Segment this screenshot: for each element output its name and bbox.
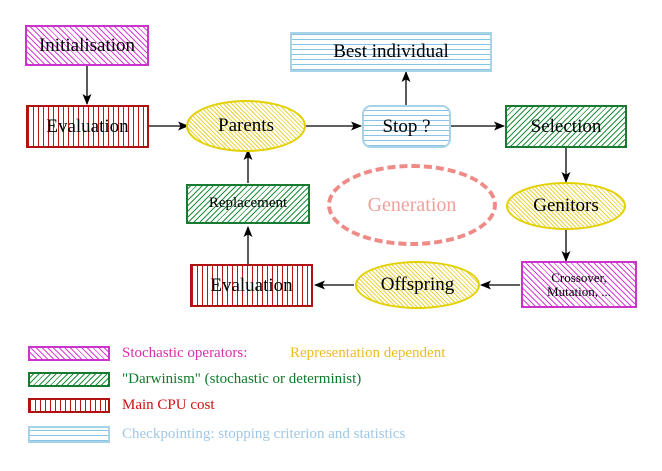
node-generation-loop: Generation xyxy=(327,164,497,246)
node-evaluation-top[interactable]: Evaluation xyxy=(26,105,149,148)
legend-label-darwinism: "Darwinism" (stochastic or determinist) xyxy=(122,371,362,387)
legend-label-main-cpu-cost: Main CPU cost xyxy=(122,397,215,413)
node-replacement-label: Replacement xyxy=(208,195,288,212)
node-replacement[interactable]: Replacement xyxy=(186,184,310,224)
node-stop-label: Stop ? xyxy=(382,115,431,137)
node-generation-label: Generation xyxy=(367,193,457,216)
legend-label-representation-dependent: Representation dependent xyxy=(290,345,446,361)
node-best-individual-label: Best individual xyxy=(333,41,449,63)
node-initialisation-label: Initialisation xyxy=(38,34,136,56)
node-crossover-mutation[interactable]: Crossover, Mutation, ... xyxy=(521,261,637,308)
legend-swatch-blue-horizontal-hatch-icon xyxy=(28,425,110,443)
legend-row-checkpointing: Checkpointing: stopping criterion and st… xyxy=(0,419,662,449)
node-crossover-mutation-label: Crossover, Mutation, ... xyxy=(547,269,611,299)
node-selection[interactable]: Selection xyxy=(505,105,627,148)
node-stop[interactable]: Stop ? xyxy=(362,105,451,148)
node-selection-label: Selection xyxy=(530,115,602,137)
legend-row-stochastic-operators: Stochastic operators: Representation dep… xyxy=(0,340,662,367)
legend-row-main-cpu-cost: Main CPU cost xyxy=(0,392,662,419)
legend-label-checkpointing: Checkpointing: stopping criterion and st… xyxy=(122,425,406,442)
node-offspring[interactable]: Offspring xyxy=(355,261,480,309)
node-evaluation-bottom-label: Evaluation xyxy=(210,274,293,296)
legend-swatch-green-diagonal-hatch-icon xyxy=(28,372,110,387)
legend: Stochastic operators: Representation dep… xyxy=(0,340,662,449)
node-initialisation[interactable]: Initialisation xyxy=(25,25,149,66)
node-parents-label: Parents xyxy=(218,115,274,137)
legend-label-stochastic-operators: Stochastic operators: xyxy=(122,345,248,361)
node-genitors[interactable]: Genitors xyxy=(506,182,626,230)
node-genitors-label: Genitors xyxy=(533,195,599,217)
legend-swatch-magenta-diagonal-hatch-icon xyxy=(28,346,110,361)
legend-row-darwinism: "Darwinism" (stochastic or determinist) xyxy=(0,367,662,392)
node-evaluation-top-label: Evaluation xyxy=(46,115,129,137)
node-evaluation-bottom[interactable]: Evaluation xyxy=(190,264,313,307)
legend-swatch-red-vertical-hatch-icon xyxy=(28,398,110,413)
node-best-individual[interactable]: Best individual xyxy=(290,32,492,72)
node-offspring-label: Offspring xyxy=(380,274,455,296)
node-parents[interactable]: Parents xyxy=(186,100,306,152)
